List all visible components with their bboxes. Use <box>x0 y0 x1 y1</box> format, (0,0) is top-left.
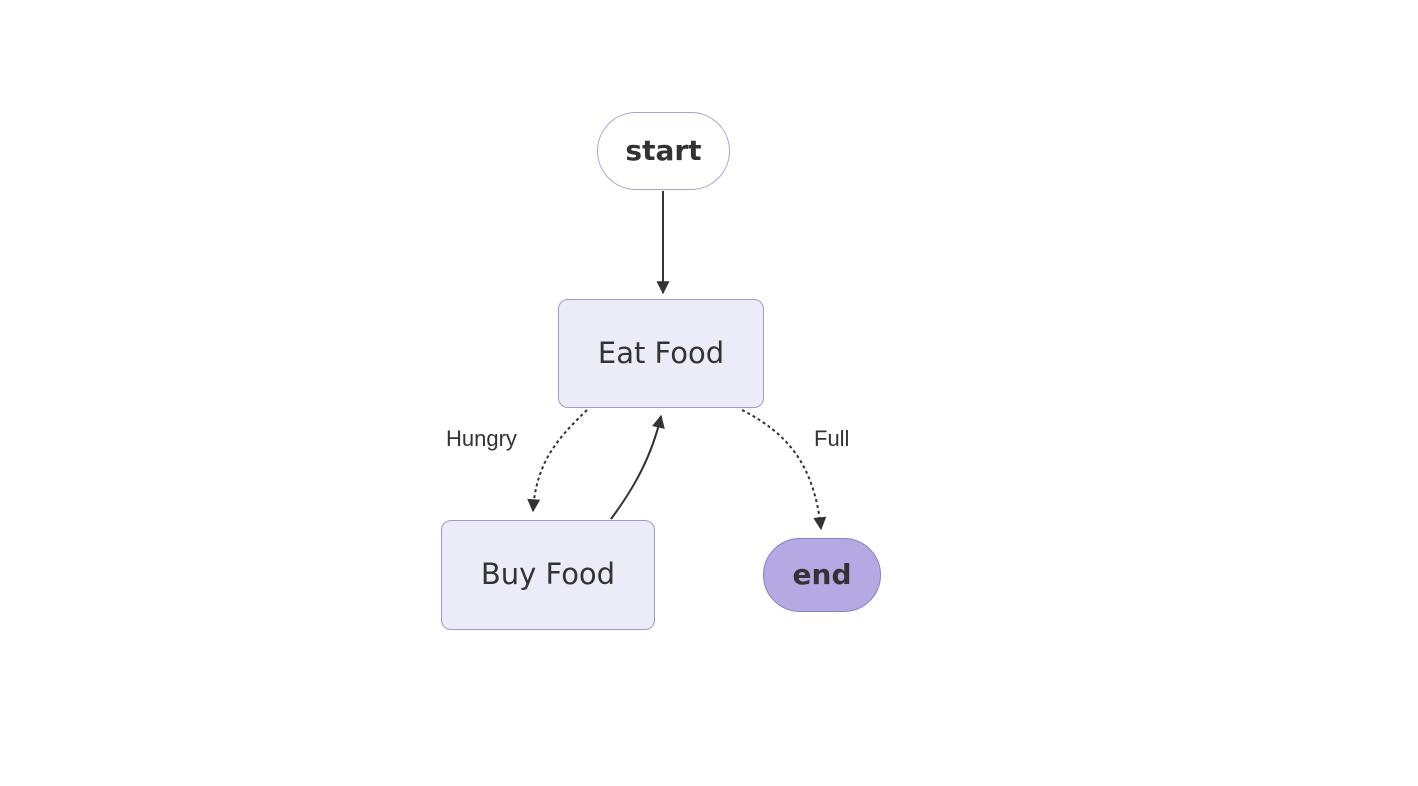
edge-eat-food-to-end <box>741 409 827 531</box>
node-buy-food-label: Buy Food <box>480 557 616 592</box>
edge-label-full: Full <box>811 426 853 452</box>
edge-eat-food-to-buy-food <box>527 409 588 513</box>
node-end: end <box>763 538 881 612</box>
node-start: start <box>597 112 730 190</box>
edge-label-hungry: Hungry <box>443 426 520 452</box>
node-start-label: start <box>625 133 702 167</box>
node-eat-food-label: Eat Food <box>597 335 725 370</box>
node-eat-food: Eat Food <box>558 299 764 408</box>
node-buy-food: Buy Food <box>441 520 655 630</box>
edge-buy-food-to-eat-food <box>610 414 665 520</box>
node-end-label: end <box>792 557 852 591</box>
